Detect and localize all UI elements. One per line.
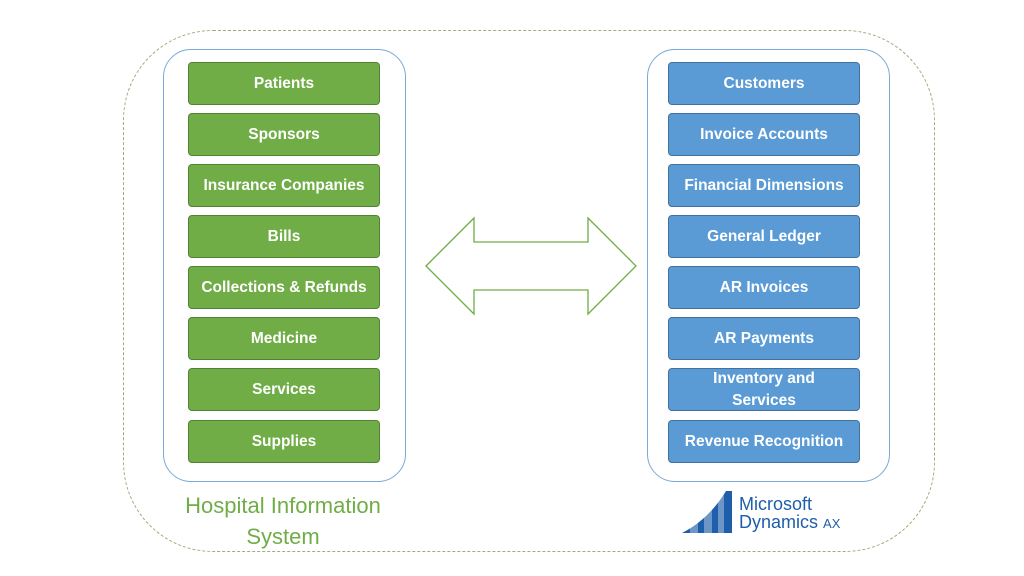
entity-box-financial-dimensions: Financial Dimensions <box>668 164 860 207</box>
entity-label: Bills <box>267 227 301 245</box>
entity-label: Customers <box>723 74 805 92</box>
logo-line1: Microsoft <box>739 494 813 514</box>
entity-label-line2: Services <box>732 391 796 409</box>
entity-label: Supplies <box>251 432 317 450</box>
entity-label-line1: Inventory and <box>713 369 815 387</box>
entity-label: Revenue Recognition <box>684 432 844 450</box>
logo-dynamics: Dynamics <box>739 512 819 532</box>
hospital-system-label-line1: Hospital Information <box>185 493 381 518</box>
entity-label: Financial Dimensions <box>684 176 844 194</box>
entity-box-insurance-companies: Insurance Companies <box>188 164 380 207</box>
entity-box-supplies: Supplies <box>188 420 380 463</box>
dynamics-ax-panel <box>647 49 890 482</box>
entity-box-medicine: Medicine <box>188 317 380 360</box>
entity-box-patients: Patients <box>188 62 380 105</box>
double-headed-arrow-icon <box>425 216 637 316</box>
entity-label: Patients <box>253 74 315 92</box>
hospital-system-label-line2: System <box>246 524 320 549</box>
entity-label: AR Payments <box>714 329 814 347</box>
entity-box-general-ledger: General Ledger <box>668 215 860 258</box>
entity-box-collections-refunds: Collections & Refunds <box>188 266 380 309</box>
entity-box-ar-payments: AR Payments <box>668 317 860 360</box>
entity-label: General Ledger <box>707 227 821 245</box>
dynamics-ax-logo-icon <box>682 491 732 533</box>
entity-label: Invoice Accounts <box>700 125 828 143</box>
outer-container <box>123 30 935 552</box>
entity-label: Services <box>252 380 316 398</box>
entity-box-inventory-services: Inventory and Services <box>668 368 860 411</box>
hospital-system-label: Hospital Information System <box>170 490 396 552</box>
entity-box-customers: Customers <box>668 62 860 105</box>
entity-label: Insurance Companies <box>203 176 365 194</box>
hospital-system-panel <box>163 49 406 482</box>
entity-box-bills: Bills <box>188 215 380 258</box>
entity-box-invoice-accounts: Invoice Accounts <box>668 113 860 156</box>
logo-line2: Dynamics AX <box>739 513 840 533</box>
entity-box-services: Services <box>188 368 380 411</box>
entity-box-sponsors: Sponsors <box>188 113 380 156</box>
entity-label: Sponsors <box>248 125 320 143</box>
entity-label: Collections & Refunds <box>201 278 367 296</box>
entity-box-ar-invoices: AR Invoices <box>668 266 860 309</box>
entity-label: Medicine <box>250 329 318 347</box>
logo-ax: AX <box>823 516 841 531</box>
entity-label: AR Invoices <box>719 278 809 296</box>
entity-box-revenue-recognition: Revenue Recognition <box>668 420 860 463</box>
dynamics-ax-logo-text: Microsoft Dynamics AX <box>739 495 840 533</box>
